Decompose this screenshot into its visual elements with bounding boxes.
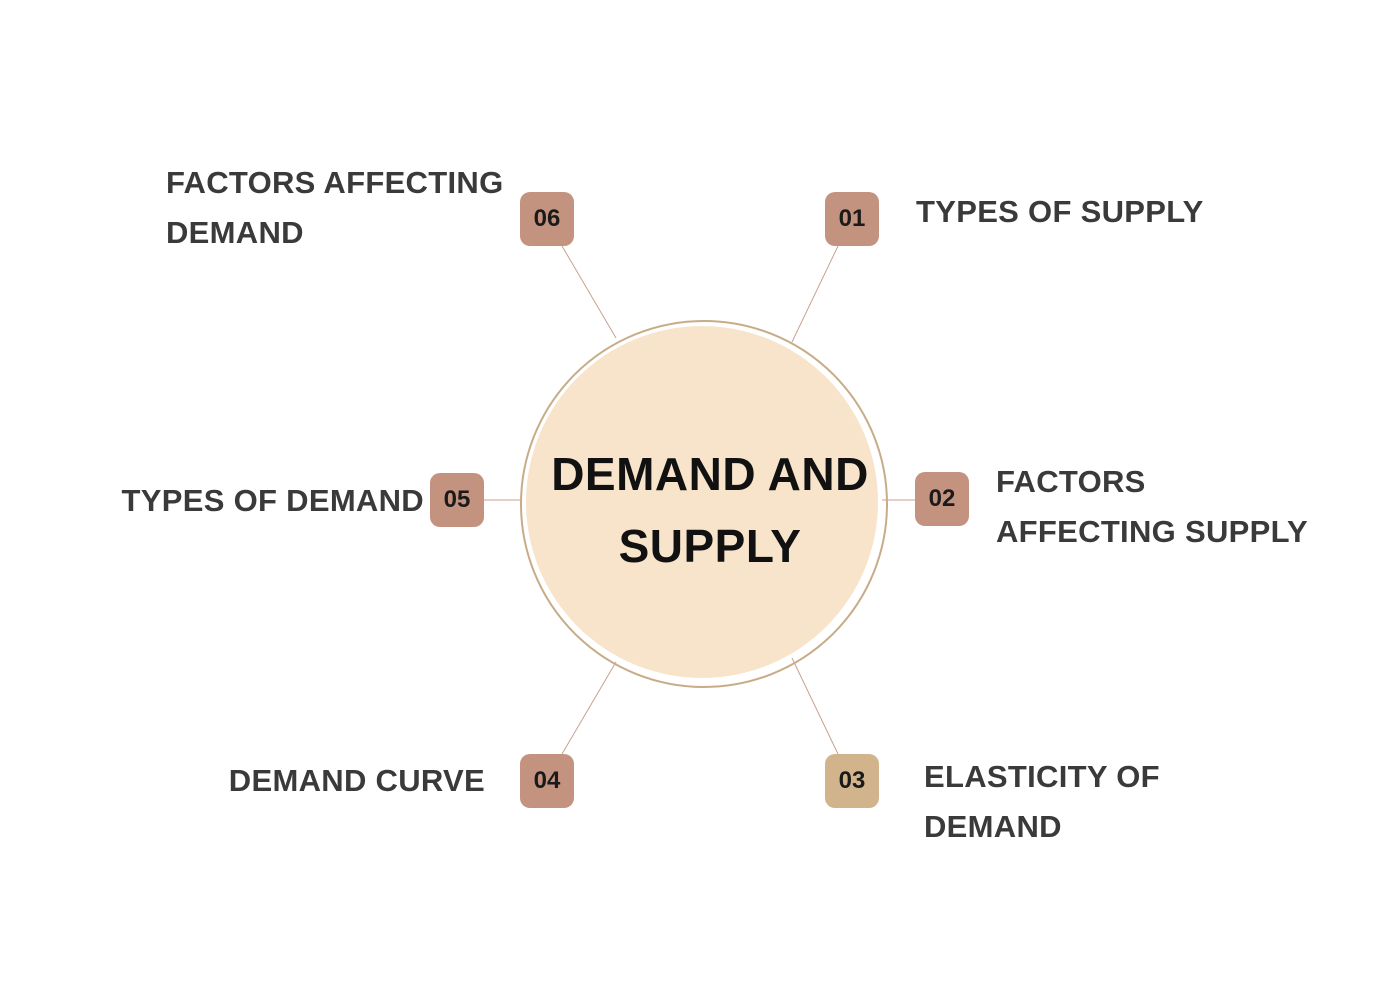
label-03-line1: ELASTICITY OF [924,759,1160,794]
badge-06: 06 [520,192,574,246]
connector-06 [561,245,617,339]
label-02-line1: FACTORS [996,464,1146,499]
label-types-of-supply: TYPES OF SUPPLY [916,187,1204,237]
connector-03 [791,657,839,755]
connector-04 [561,661,617,755]
badge-05: 05 [430,473,484,527]
hub-title-line2: SUPPLY [618,520,802,572]
badge-04: 04 [520,754,574,808]
badge-01: 01 [825,192,879,246]
badge-02: 02 [915,472,969,526]
hub-circle-outline [520,320,888,688]
label-03-line2: DEMAND [924,809,1062,844]
label-elasticity-of-demand: ELASTICITY OF DEMAND [924,752,1160,852]
label-06-line2: DEMAND [166,215,304,250]
label-factors-affecting-demand: FACTORS AFFECTING DEMAND [166,158,504,258]
badge-03: 03 [825,754,879,808]
label-demand-curve: DEMAND CURVE [160,756,485,806]
label-types-of-demand: TYPES OF DEMAND [90,476,424,526]
label-01-line1: TYPES OF SUPPLY [916,194,1204,229]
connector-01 [791,245,839,343]
hub-title: DEMAND AND SUPPLY [530,438,890,582]
label-06-line1: FACTORS AFFECTING [166,165,504,200]
label-04-line1: DEMAND CURVE [228,763,485,798]
label-02-line2: AFFECTING SUPPLY [996,514,1308,549]
label-05-line1: TYPES OF DEMAND [121,483,424,518]
hub-title-line1: DEMAND AND [551,448,869,500]
label-factors-affecting-supply: FACTORS AFFECTING SUPPLY [996,457,1308,557]
